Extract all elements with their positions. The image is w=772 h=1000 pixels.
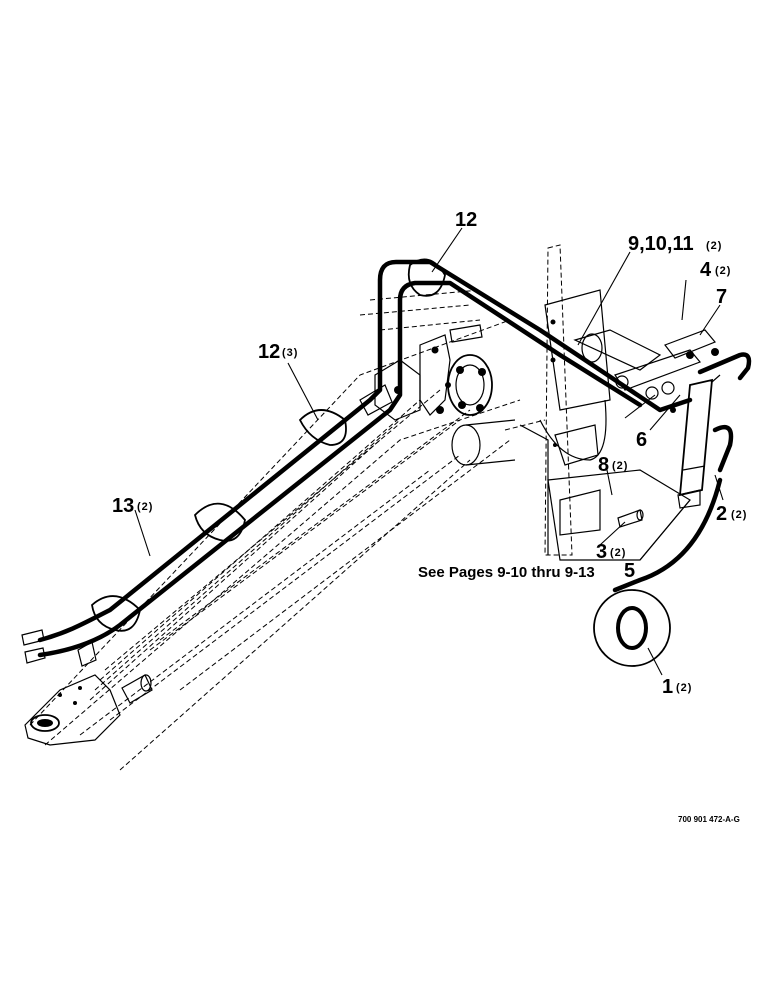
- callout-number: 4: [700, 259, 712, 281]
- drawing-code: 700 901 472-A-G: [678, 815, 740, 824]
- callout-13: 13 (2): [112, 495, 153, 517]
- callout-1: 1 (2): [662, 676, 692, 698]
- callout-12-3: 12 (3): [258, 341, 298, 363]
- lift-cylinder: [573, 329, 721, 528]
- callout-6: 6: [636, 429, 647, 451]
- callout-number: 12: [258, 341, 280, 363]
- hydraulic-hoses: [21, 259, 752, 667]
- callout-number: 12: [455, 209, 477, 231]
- callout-7: 7: [716, 286, 727, 308]
- gearbox-assembly: [359, 324, 516, 466]
- callout-5: 5: [624, 560, 635, 582]
- callout-number: 7: [716, 286, 727, 308]
- callout-2: 2 (2): [716, 503, 747, 525]
- callout-qty: (2): [610, 547, 626, 559]
- o-ring-detail: [593, 589, 671, 667]
- callout-number: 8: [598, 454, 609, 476]
- callout-4: 4 (2): [700, 259, 731, 281]
- callout-number: 9,10,11: [628, 233, 694, 255]
- reference-note: See Pages 9-10 thru 9-13: [418, 564, 595, 581]
- callout-qty: (2): [715, 265, 731, 277]
- callout-qty: (2): [676, 682, 692, 694]
- callout-number: 6: [636, 429, 647, 451]
- callout-number: 1: [662, 676, 673, 698]
- callout-qty: (2): [612, 460, 628, 472]
- callout-12-top: 12: [455, 209, 477, 231]
- header-frame: [504, 244, 691, 561]
- callout-8: 8 (2): [598, 454, 628, 476]
- callout-qty: (2): [731, 509, 747, 521]
- callout-number: 2: [716, 503, 727, 525]
- callout-qty: (2): [137, 501, 153, 513]
- callout-qty: (3): [282, 347, 298, 359]
- leader-lines: [134, 227, 724, 676]
- callout-9-10-11: 9,10,11 (2): [628, 233, 722, 255]
- callout-number: 5: [624, 560, 635, 582]
- callout-qty: (2): [706, 240, 722, 252]
- callout-3: 3 (2): [596, 541, 626, 563]
- hose-clamps: [91, 258, 446, 632]
- callout-number: 13: [112, 495, 134, 517]
- callout-number: 3: [596, 541, 607, 563]
